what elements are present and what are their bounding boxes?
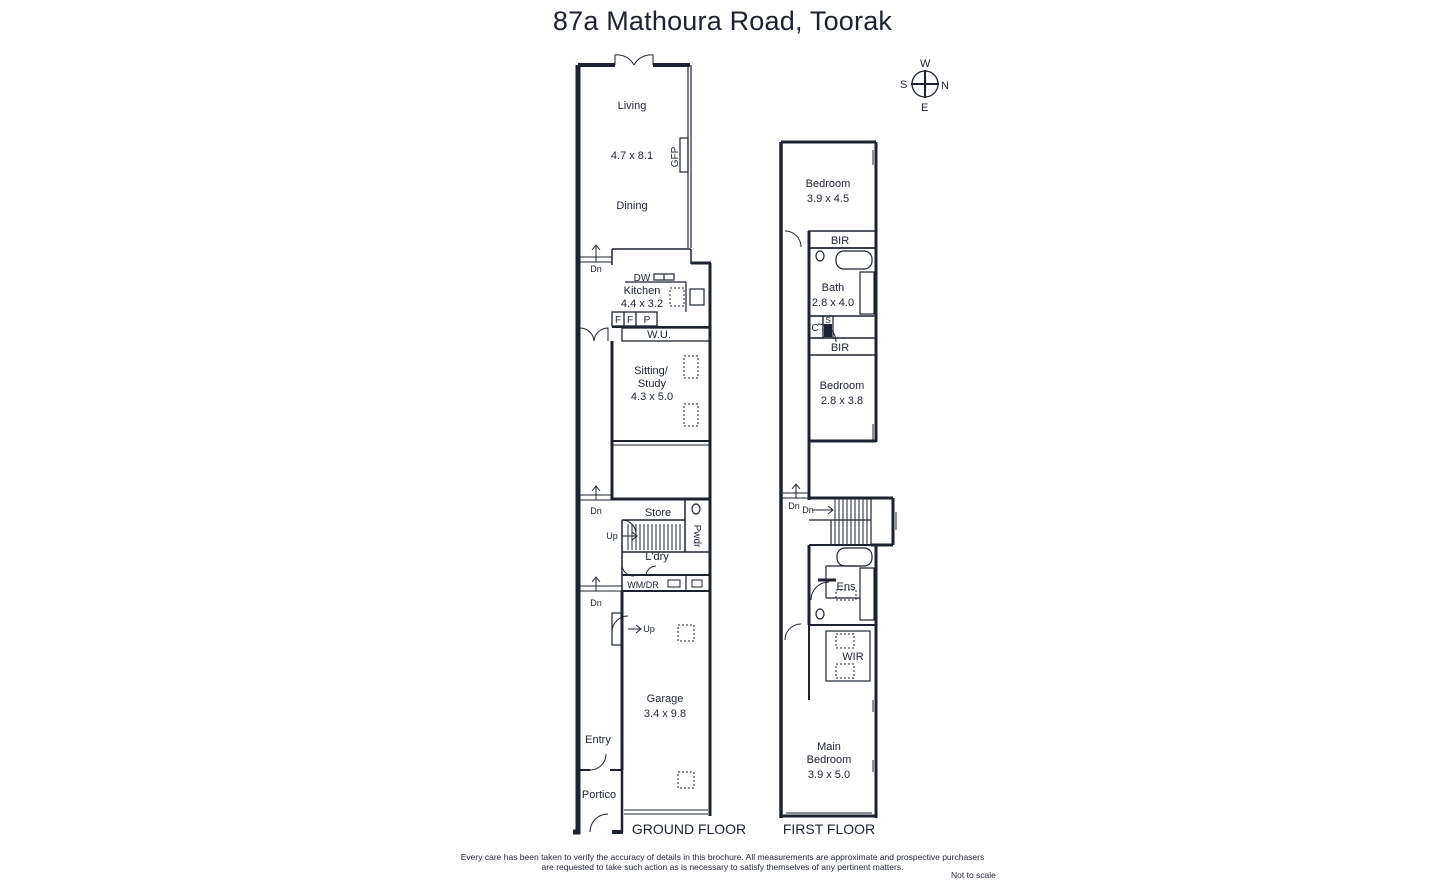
- room-wir: WIR: [842, 651, 863, 663]
- compass-south: S: [900, 79, 907, 91]
- room-sitting: Sitting/: [634, 365, 669, 377]
- bir-label-2: BIR: [831, 342, 849, 354]
- ff-dn-label-2: Dn: [802, 505, 814, 515]
- room-bedroom-1: Bedroom: [806, 178, 851, 190]
- first-floor-labels: Bedroom 3.9 x 4.5 BIR Bath 2.8 x 4.0 C S…: [783, 178, 875, 837]
- skylights: [669, 287, 699, 789]
- ff-dn-label-1: Dn: [788, 501, 800, 511]
- bir-label-1: BIR: [831, 235, 849, 247]
- fridge-label-2: F: [627, 315, 633, 326]
- room-pwdr: Pwdr: [691, 525, 702, 548]
- up-label-1: Up: [606, 531, 618, 541]
- compass-labels: W S N E: [900, 58, 949, 114]
- main-bedroom-dims: 3.9 x 5.0: [808, 769, 850, 781]
- room-entry: Entry: [585, 734, 611, 746]
- fridge-label-1: F: [615, 315, 621, 326]
- room-store: Store: [645, 507, 671, 519]
- room-ensuite: Ens: [837, 581, 856, 593]
- room-main-1: Main: [817, 741, 841, 753]
- room-portico: Portico: [582, 789, 616, 801]
- garage-dims: 3.4 x 9.8: [644, 708, 686, 720]
- compass-icon: [911, 70, 939, 98]
- ground-floor-title: GROUND FLOOR: [632, 821, 746, 837]
- wu-label: W.U.: [647, 329, 671, 341]
- pantry-label: P: [644, 315, 651, 326]
- bath-dims: 2.8 x 4.0: [812, 297, 854, 309]
- kitchen-dims: 4.4 x 3.2: [621, 298, 663, 310]
- up-label-2: Up: [643, 624, 655, 634]
- room-dining: Dining: [616, 200, 647, 212]
- room-kitchen: Kitchen: [624, 285, 661, 297]
- compass-north: N: [941, 80, 949, 92]
- ground-floor-labels: Living 4.7 x 8.1 Dining GFP Dn DW Kitche…: [582, 100, 746, 837]
- storage-label: S: [825, 316, 830, 325]
- sitting-dims: 4.3 x 5.0: [631, 391, 673, 403]
- bedroom-1-dims: 3.9 x 4.5: [807, 193, 849, 205]
- first-floor-title: FIRST FLOOR: [783, 821, 875, 837]
- room-living: Living: [618, 100, 647, 112]
- room-study: Study: [638, 378, 667, 390]
- disclaimer-line-1: Every care has been taken to verify the …: [460, 852, 985, 862]
- room-ldry: L'dry: [645, 551, 669, 563]
- first-floor-arrows: [791, 483, 834, 515]
- bedroom-2-dims: 2.8 x 3.8: [821, 395, 863, 407]
- gfp-label: GFP: [670, 146, 681, 167]
- page-title: 87a Mathoura Road, Toorak: [552, 6, 893, 36]
- first-floor-skylights: [835, 589, 857, 679]
- first-floor-doors: [784, 230, 837, 641]
- dn-label-1: Dn: [590, 264, 602, 274]
- stair-arrows: [591, 244, 642, 634]
- compass-east: E: [921, 102, 928, 114]
- dn-label-3: Dn: [590, 598, 602, 608]
- ground-floor-walls: [573, 63, 712, 835]
- room-bedroom-2: Bedroom: [820, 380, 865, 392]
- dn-label-2: Dn: [590, 506, 602, 516]
- scale-note: Not to scale: [951, 870, 996, 880]
- wmdr-label: WM/DR: [627, 580, 659, 590]
- ground-floor-doors: [579, 54, 657, 833]
- first-floor-walls: [779, 140, 897, 818]
- room-bath: Bath: [822, 282, 845, 294]
- room-garage: Garage: [647, 693, 684, 705]
- disclaimer-line-2: are requested to take such action as is …: [541, 862, 904, 872]
- disclaimer: Every care has been taken to verify the …: [380, 852, 1065, 872]
- room-main-2: Bedroom: [807, 754, 852, 766]
- compass-west: W: [920, 58, 931, 70]
- dw-label: DW: [634, 273, 651, 284]
- cupboard-label: C: [811, 323, 818, 334]
- living-dims: 4.7 x 8.1: [611, 150, 653, 162]
